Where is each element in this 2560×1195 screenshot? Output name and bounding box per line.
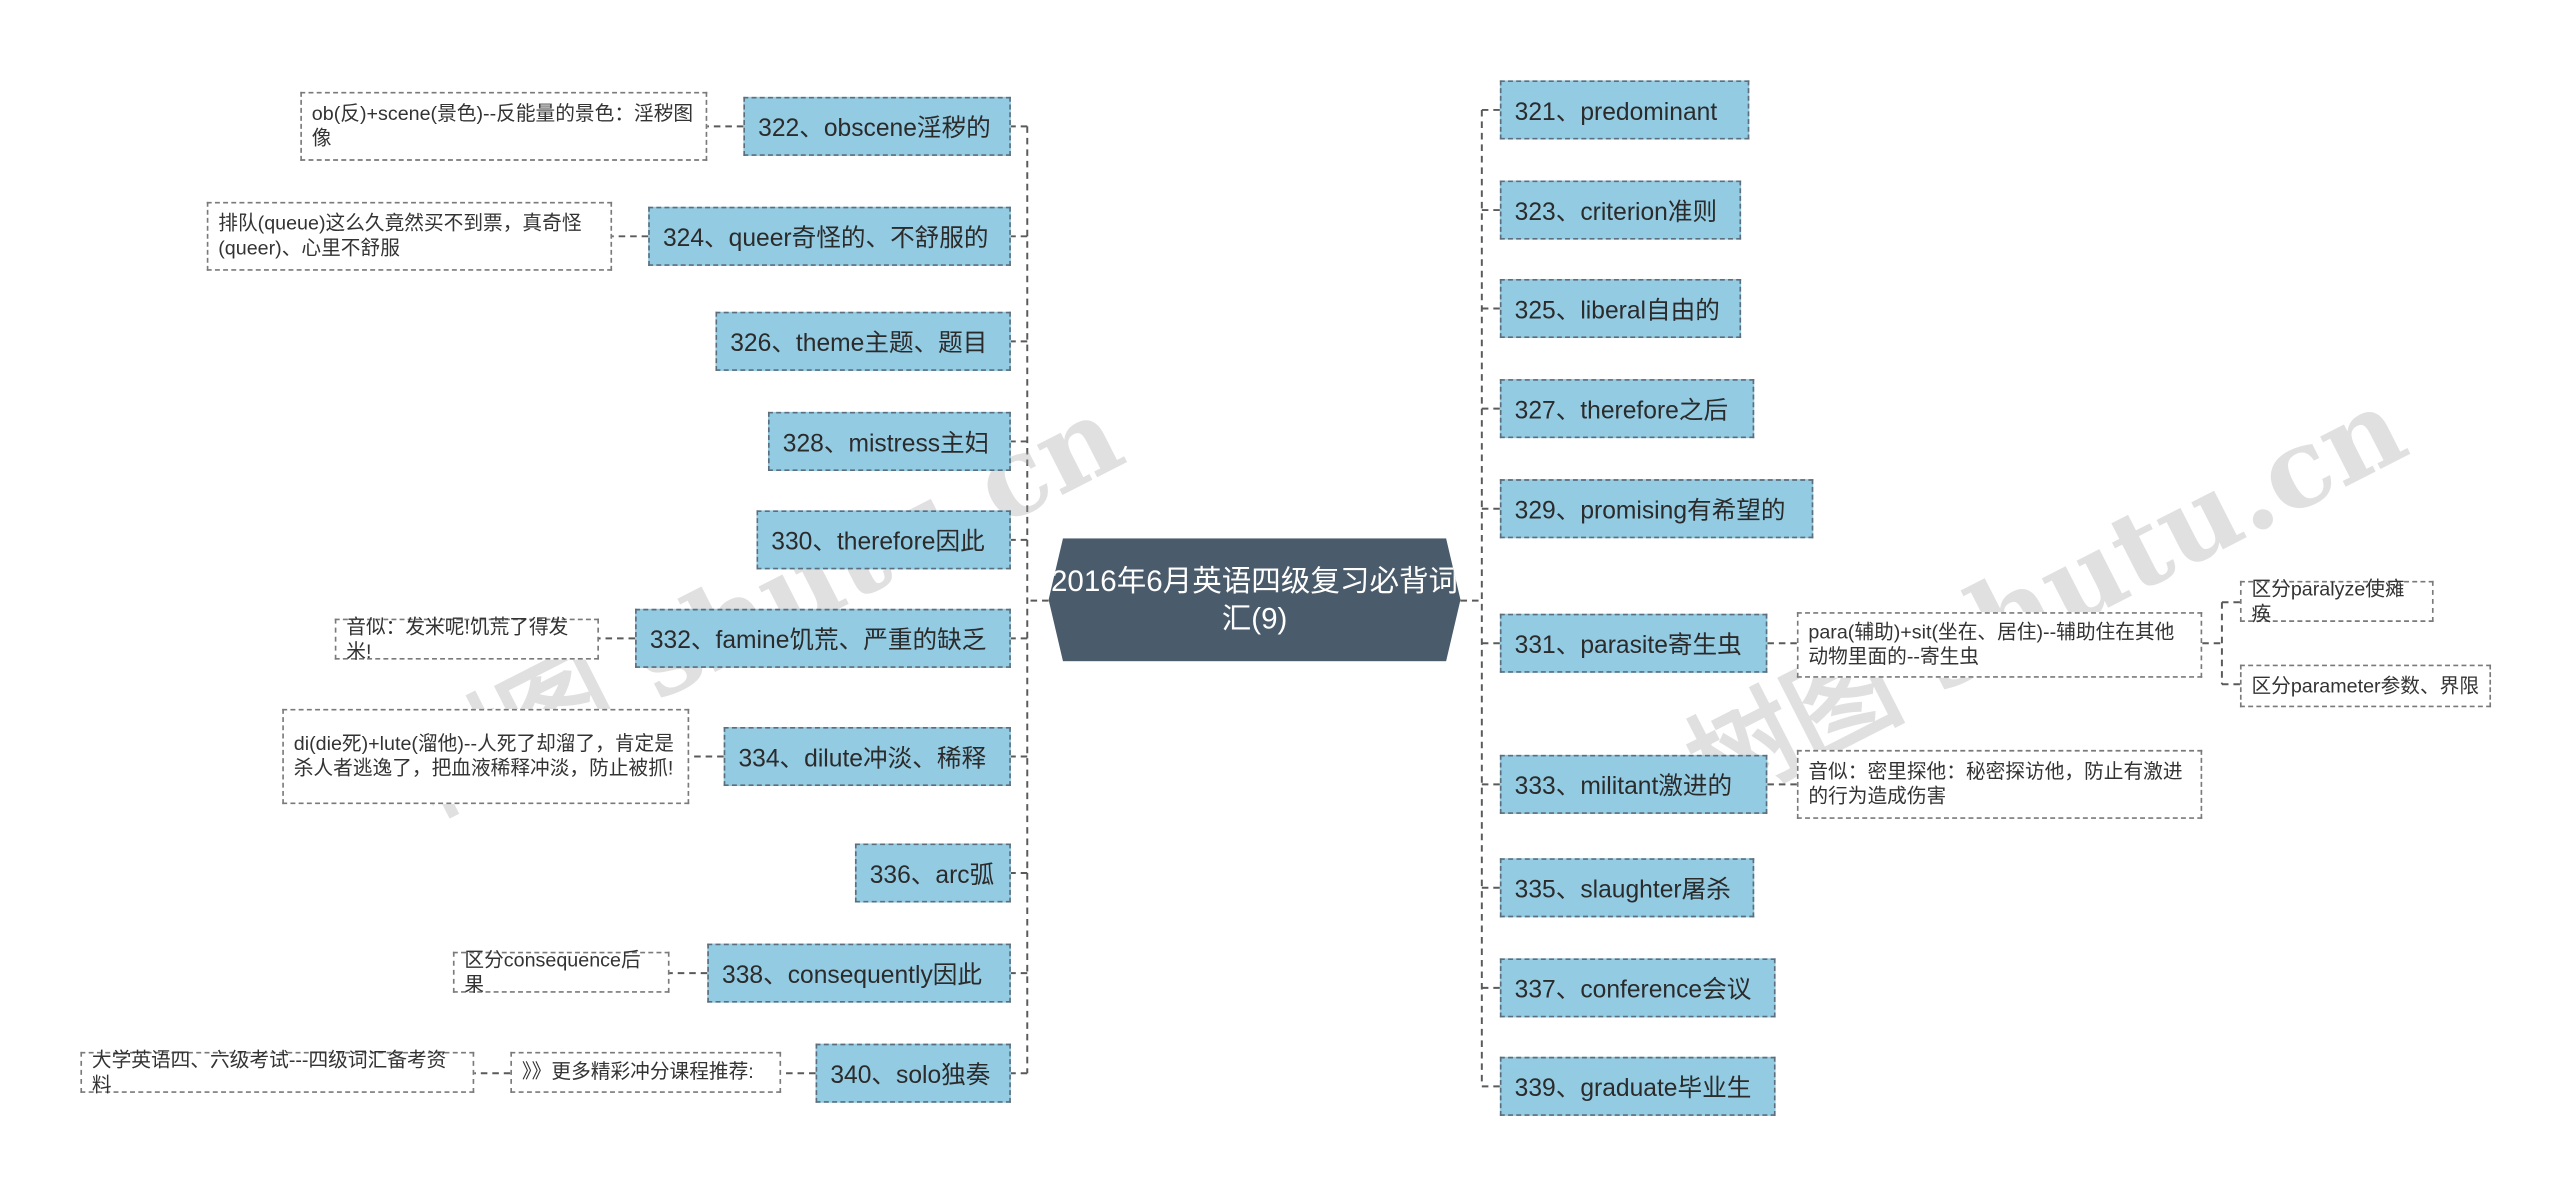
- center-topic-label: 2016年6月英语四级复习必背词汇(9): [1051, 563, 1459, 635]
- connector-line: [1460, 108, 1500, 1088]
- note-node[interactable]: 音似：发米呢!饥荒了得发米!: [334, 615, 599, 662]
- topic-node[interactable]: 324、queer奇怪的、不舒服的: [648, 206, 1011, 266]
- note-node[interactable]: 音似：密里探他：秘密探访他，防止有激进的行为造成伤害: [1796, 749, 2203, 819]
- topic-node[interactable]: 339、graduate毕业生: [1499, 1056, 1776, 1116]
- note-node[interactable]: 区分paralyze使瘫痪: [2239, 577, 2434, 624]
- topic-node[interactable]: 330、therefore因此: [756, 510, 1011, 570]
- note-node[interactable]: 》》更多精彩冲分课程推荐:: [510, 1051, 782, 1093]
- connector-line: [474, 125, 816, 1075]
- connector-line: [1010, 125, 1049, 1075]
- topic-node[interactable]: 327、therefore之后: [1499, 379, 1755, 439]
- topic-node[interactable]: 333、militant激进的: [1499, 754, 1768, 814]
- topic-node[interactable]: 332、famine饥荒、严重的缺乏: [635, 608, 1011, 668]
- topic-node[interactable]: 326、theme主题、题目: [715, 311, 1011, 371]
- topic-node[interactable]: 340、solo独奏: [815, 1043, 1011, 1103]
- note-node[interactable]: 大学英语四、六级考试---四级词汇备考资料: [80, 1048, 475, 1095]
- topic-node[interactable]: 331、parasite寄生虫: [1499, 613, 1768, 673]
- note-node[interactable]: ob(反)+scene(景色)--反能量的景色：淫秽图像: [300, 91, 708, 161]
- topic-node[interactable]: 336、arc弧: [854, 843, 1011, 903]
- topic-node[interactable]: 337、conference会议: [1499, 958, 1776, 1018]
- center-topic[interactable]: 2016年6月英语四级复习必背词汇(9): [1048, 538, 1461, 662]
- note-node[interactable]: di(die死)+lute(溜他)--人死了却溜了，肯定是杀人者逃逸了，把血液稀…: [282, 708, 690, 805]
- note-node[interactable]: para(辅助)+sit(坐在、居住)--辅助住在其他动物里面的--寄生虫: [1796, 612, 2203, 678]
- topic-node[interactable]: 338、consequently因此: [707, 943, 1011, 1003]
- topic-node[interactable]: 325、liberal自由的: [1499, 278, 1742, 339]
- note-node[interactable]: 区分consequence后果: [452, 948, 670, 995]
- topic-node[interactable]: 334、dilute冲淡、稀释: [723, 726, 1011, 787]
- topic-node[interactable]: 328、mistress主妇: [767, 411, 1011, 471]
- note-node[interactable]: 排队(queue)这么久竟然买不到票，真奇怪(queer)、心里不舒服: [206, 201, 613, 271]
- topic-node[interactable]: 321、predominant: [1499, 80, 1750, 140]
- topic-node[interactable]: 335、slaughter屠杀: [1499, 858, 1755, 918]
- topic-node[interactable]: 329、promising有希望的: [1499, 479, 1814, 539]
- topic-node[interactable]: 323、criterion准则: [1499, 180, 1742, 240]
- note-node[interactable]: 区分parameter参数、界限: [2239, 664, 2492, 708]
- topic-node[interactable]: 322、obscene淫秽的: [743, 96, 1011, 156]
